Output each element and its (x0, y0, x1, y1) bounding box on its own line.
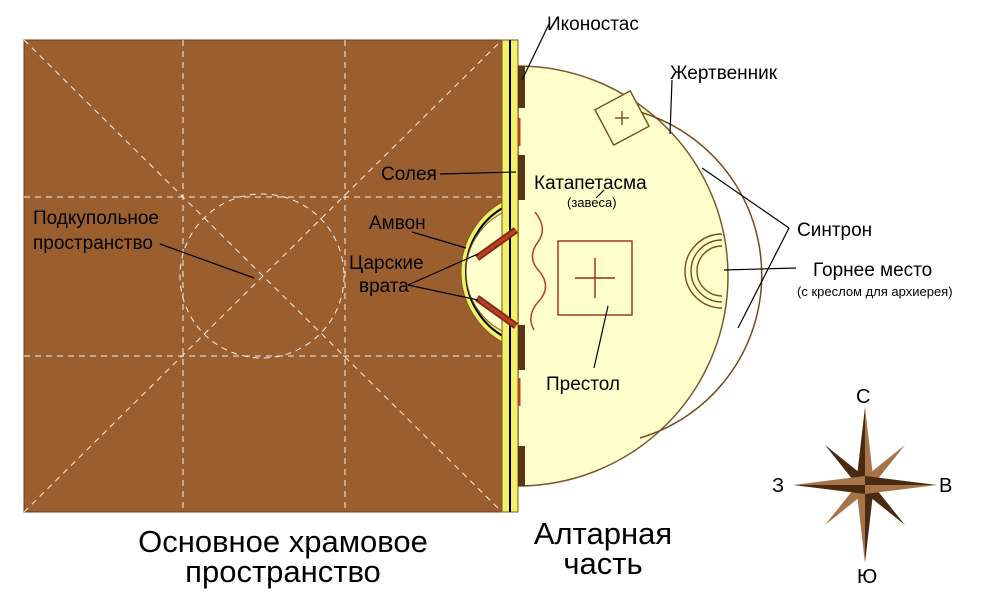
compass-south: Ю (857, 566, 877, 588)
label-soleya: Солея (381, 164, 437, 185)
label-iconostas: Иконостас (547, 14, 639, 35)
caption-main-space-line1: Основное храмовое (138, 524, 428, 559)
compass-star (793, 407, 937, 563)
high-place-seat (684, 233, 723, 309)
label-prestol: Престол (546, 374, 620, 395)
compass-west: З (772, 475, 784, 497)
iconostasis (474, 39, 525, 513)
caption-altar-line2: часть (563, 546, 642, 581)
nave (23, 39, 503, 513)
compass-rose: С Ю В З (772, 386, 952, 588)
leader-lines (159, 23, 797, 369)
caption-altar-line1: Алтарная (534, 516, 672, 551)
table-of-oblation (594, 90, 650, 146)
label-gornee-note: (с креслом для архиерея) (797, 284, 953, 299)
label-podkupolnoe-line2: пространство (33, 233, 153, 254)
synthron (639, 111, 763, 439)
label-ambon: Амвон (369, 213, 426, 234)
label-zhertvennik: Жертвенник (670, 63, 778, 84)
label-katapetasma: Катапетасма (534, 173, 647, 194)
label-katapetasma-note: (завеса) (567, 195, 617, 210)
compass-east: В (939, 475, 952, 497)
compass-north: С (856, 386, 870, 408)
label-tsarskie-line2: врата (359, 276, 409, 297)
label-podkupolnoe-line1: Подкупольное (33, 208, 159, 229)
label-sintron: Синтрон (797, 220, 872, 241)
label-tsarskie-line1: Царские (349, 253, 424, 274)
label-gornee-mesto: Горнее место (813, 260, 932, 281)
caption-main-space-line2: пространство (185, 554, 381, 589)
altar-area (517, 65, 763, 487)
katapetasma-curtain (530, 211, 547, 331)
nave-dashed-grid (23, 39, 503, 513)
labels: Иконостас Жертвенник Солея Катапетасма (… (33, 14, 953, 589)
holy-table (557, 240, 633, 316)
